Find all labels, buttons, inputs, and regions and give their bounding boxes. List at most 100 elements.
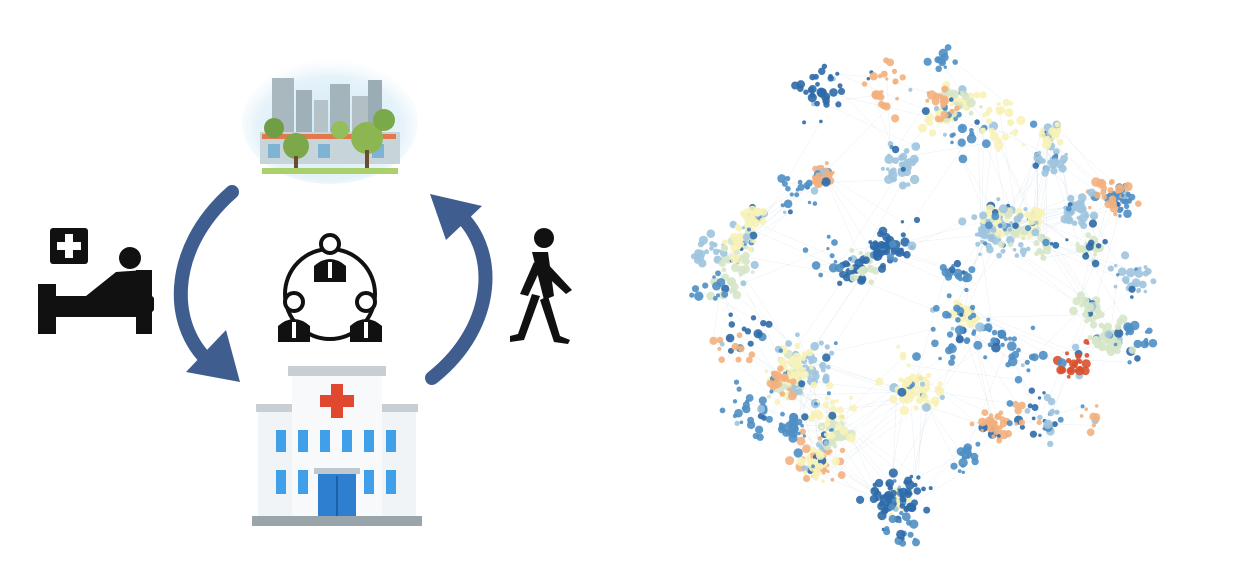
network-node bbox=[747, 340, 754, 347]
network-node bbox=[900, 220, 905, 224]
network-node bbox=[720, 244, 728, 252]
network-node bbox=[1051, 158, 1060, 167]
network-node bbox=[829, 88, 838, 97]
network-node bbox=[1043, 419, 1053, 429]
network-node bbox=[1014, 406, 1022, 415]
network-node bbox=[1051, 129, 1061, 139]
network-node bbox=[794, 192, 800, 198]
network-node bbox=[1117, 267, 1127, 277]
network-node bbox=[1143, 265, 1148, 270]
network-node bbox=[963, 443, 972, 452]
network-node bbox=[833, 259, 838, 264]
network-node bbox=[905, 182, 911, 187]
network-node bbox=[940, 110, 949, 119]
network-node bbox=[802, 120, 807, 125]
network-node bbox=[895, 96, 899, 101]
network-node bbox=[983, 355, 988, 360]
network-node bbox=[1038, 131, 1046, 139]
network-node bbox=[810, 381, 818, 389]
network-node bbox=[890, 489, 897, 497]
network-node bbox=[828, 411, 837, 420]
network-node bbox=[1128, 285, 1136, 293]
network-node bbox=[925, 372, 932, 379]
curved-arrow-down-icon bbox=[173, 185, 240, 382]
network-node bbox=[1012, 222, 1019, 229]
network-node bbox=[1101, 194, 1107, 200]
network-node bbox=[991, 329, 998, 336]
network-node bbox=[802, 444, 811, 454]
network-node bbox=[1126, 267, 1136, 278]
network-node bbox=[901, 537, 905, 541]
network-node bbox=[987, 233, 996, 243]
network-node bbox=[980, 428, 984, 433]
network-node bbox=[801, 351, 808, 358]
network-node bbox=[1006, 235, 1015, 245]
network-node bbox=[1089, 321, 1098, 329]
network-node bbox=[691, 285, 700, 293]
network-node bbox=[1007, 119, 1013, 125]
network-node bbox=[874, 490, 882, 498]
network-node bbox=[869, 72, 878, 81]
network-node bbox=[1066, 374, 1071, 379]
network-node bbox=[1034, 155, 1044, 165]
network-node bbox=[781, 375, 787, 381]
network-node bbox=[809, 365, 814, 370]
network-node bbox=[811, 464, 815, 469]
network-node bbox=[1028, 387, 1035, 394]
network-node bbox=[1123, 203, 1130, 209]
network-node bbox=[883, 528, 891, 536]
network-node bbox=[996, 434, 1001, 438]
network-node bbox=[909, 373, 916, 379]
network-node bbox=[1071, 361, 1078, 368]
network-node bbox=[905, 400, 909, 405]
network-node bbox=[954, 105, 960, 112]
network-node bbox=[959, 312, 964, 317]
network-node bbox=[1134, 355, 1141, 362]
network-node bbox=[968, 266, 976, 274]
network-node bbox=[719, 341, 725, 347]
network-node bbox=[815, 450, 825, 460]
network-node bbox=[848, 265, 854, 271]
network-node bbox=[962, 272, 973, 283]
network-node bbox=[765, 320, 773, 328]
network-node bbox=[953, 304, 961, 312]
network-node bbox=[1077, 359, 1083, 364]
network-node bbox=[995, 137, 1003, 145]
network-node bbox=[900, 166, 906, 172]
network-node bbox=[1136, 288, 1141, 294]
network-node bbox=[880, 166, 885, 171]
network-node bbox=[861, 81, 868, 87]
patient-flow-svg bbox=[38, 60, 572, 526]
network-node bbox=[826, 382, 834, 389]
network-node bbox=[957, 123, 968, 134]
network-node bbox=[892, 157, 899, 165]
network-node bbox=[716, 293, 720, 298]
network-node bbox=[923, 506, 931, 514]
network-node bbox=[931, 97, 940, 106]
network-node bbox=[1143, 337, 1149, 343]
network-node bbox=[946, 293, 952, 299]
network-node bbox=[1071, 343, 1080, 351]
network-node bbox=[1009, 221, 1014, 226]
network-node bbox=[1081, 359, 1091, 369]
network-node bbox=[1076, 215, 1082, 221]
network-node bbox=[946, 331, 954, 338]
network-node bbox=[811, 261, 821, 270]
network-node bbox=[892, 257, 898, 263]
network-node bbox=[709, 336, 718, 345]
network-node bbox=[821, 63, 828, 69]
network-node bbox=[942, 132, 947, 137]
network-node bbox=[1064, 152, 1068, 157]
network-node bbox=[1014, 375, 1023, 384]
network-node bbox=[1034, 220, 1039, 225]
network-node bbox=[745, 356, 753, 364]
network-node bbox=[975, 441, 981, 447]
network-node bbox=[817, 436, 823, 441]
network-node bbox=[881, 249, 886, 254]
network-node bbox=[969, 128, 974, 133]
network-node bbox=[909, 174, 920, 185]
network-node bbox=[1079, 245, 1088, 254]
network-node bbox=[738, 260, 743, 265]
network-node bbox=[816, 463, 824, 470]
network-node bbox=[1014, 253, 1020, 258]
